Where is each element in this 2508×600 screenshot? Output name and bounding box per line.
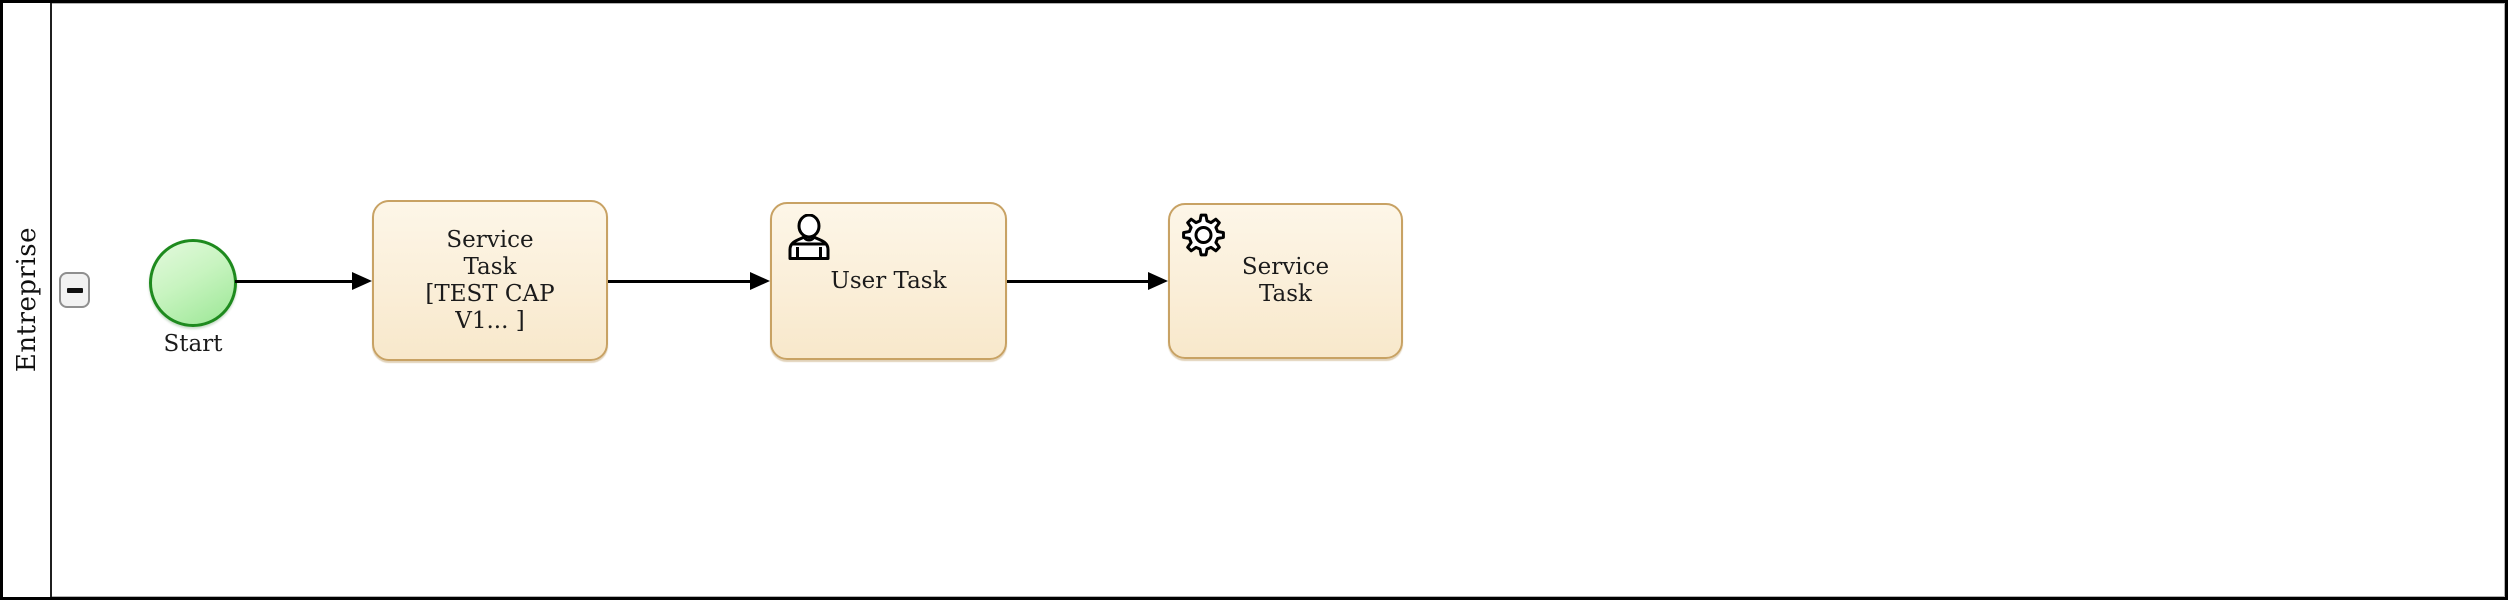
minus-icon: [66, 287, 83, 293]
task-text-line: Task: [1258, 281, 1312, 307]
arrowhead-icon: [750, 272, 770, 290]
sequence-flow-user-to-service2[interactable]: [1007, 270, 1168, 292]
task-user[interactable]: User Task: [770, 202, 1007, 360]
task-service-1[interactable]: Service Task [TEST CAP V1... ]: [372, 200, 608, 361]
gear-icon: [1182, 213, 1225, 257]
collapse-lane-button[interactable]: [59, 272, 90, 308]
start-event-label: Start: [163, 331, 223, 357]
task-service-1-label: Service Task [TEST CAP V1... ]: [425, 227, 554, 335]
arrowhead-icon: [1148, 272, 1168, 290]
flow-line: [1007, 280, 1148, 283]
arrowhead-icon: [352, 272, 372, 290]
task-service-2-label: Service Task: [1242, 254, 1329, 308]
task-text-line: Service: [446, 226, 534, 253]
task-text-line: Task: [463, 253, 517, 280]
task-text-line: User Task: [830, 267, 947, 294]
task-text-line: Service: [1241, 254, 1330, 280]
task-service-2[interactable]: Service Task: [1168, 203, 1403, 359]
task-user-label: User Task: [830, 268, 946, 295]
task-text-line: V1... ]: [455, 307, 525, 334]
task-text-line: [TEST CAP: [425, 280, 555, 307]
lane-header-entreprise[interactable]: Entreprise: [3, 3, 52, 597]
flow-line: [235, 280, 352, 283]
start-event-circle[interactable]: [149, 239, 237, 327]
user-icon: [788, 214, 830, 260]
lane-label: Entreprise: [11, 227, 42, 373]
sequence-flow-service1-to-user[interactable]: [608, 270, 770, 292]
sequence-flow-start-to-service1[interactable]: [235, 270, 372, 292]
flow-line: [608, 280, 750, 283]
